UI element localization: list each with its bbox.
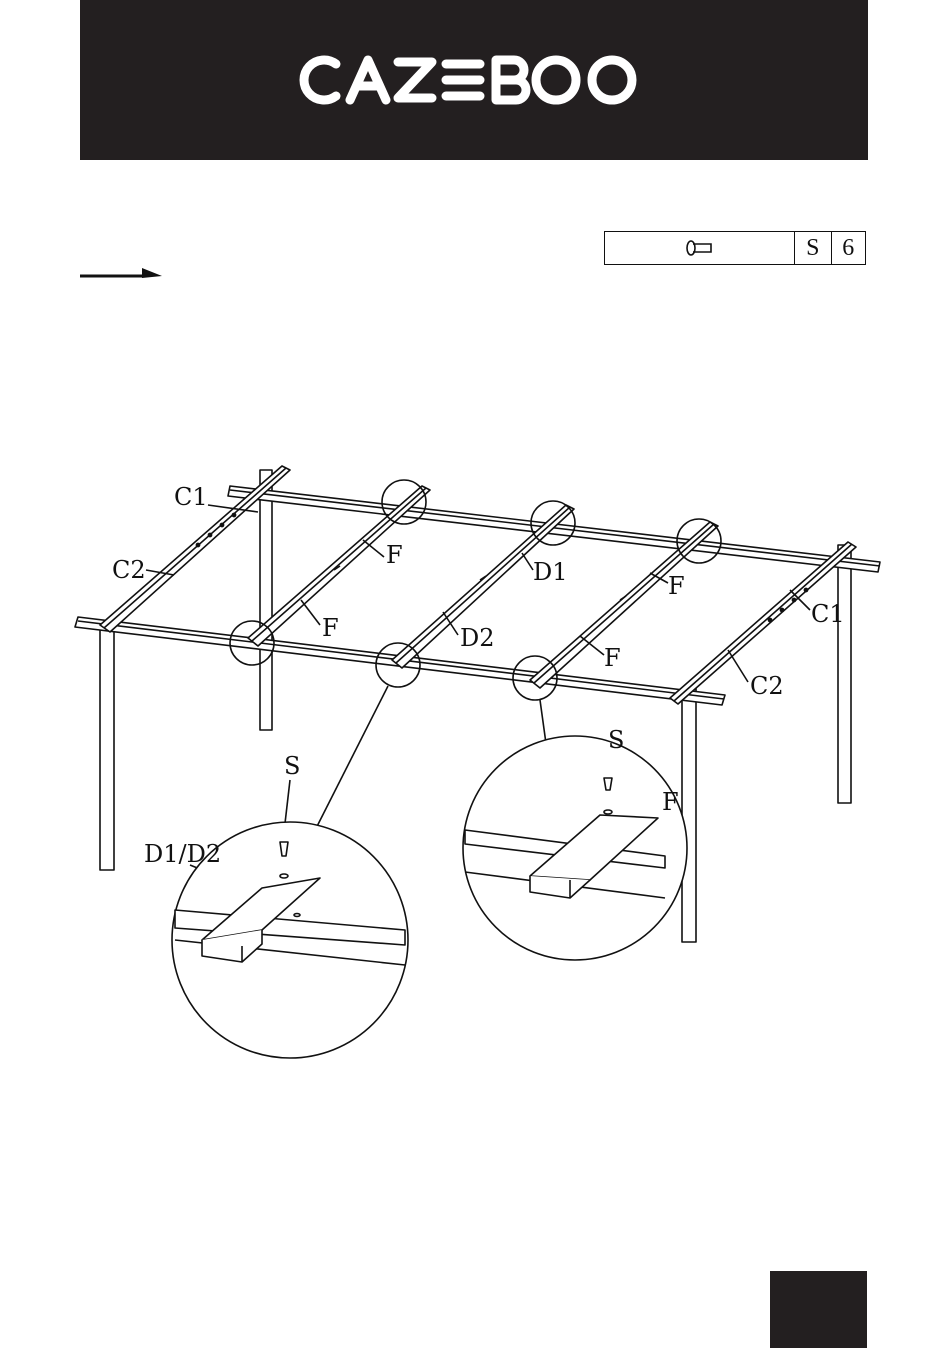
label-f-3: F xyxy=(668,572,685,600)
label-c1-left: C1 xyxy=(174,483,208,511)
label-d2: D2 xyxy=(460,624,495,652)
page-number-box xyxy=(770,1271,867,1348)
label-f-4: F xyxy=(604,644,621,672)
label-d1: D1 xyxy=(533,558,568,586)
label-f-2: F xyxy=(322,614,339,642)
label-c2-right: C2 xyxy=(750,672,784,700)
detail-right xyxy=(463,736,687,960)
label-c2-left: C2 xyxy=(112,556,146,584)
label-f-1: F xyxy=(386,541,403,569)
label-detail-left-d: D1/D2 xyxy=(144,840,221,868)
label-detail-right-f: F xyxy=(662,788,679,816)
label-detail-left-s: S xyxy=(284,752,300,780)
label-detail-right-s: S xyxy=(608,726,624,754)
label-c1-right: C1 xyxy=(811,600,845,628)
